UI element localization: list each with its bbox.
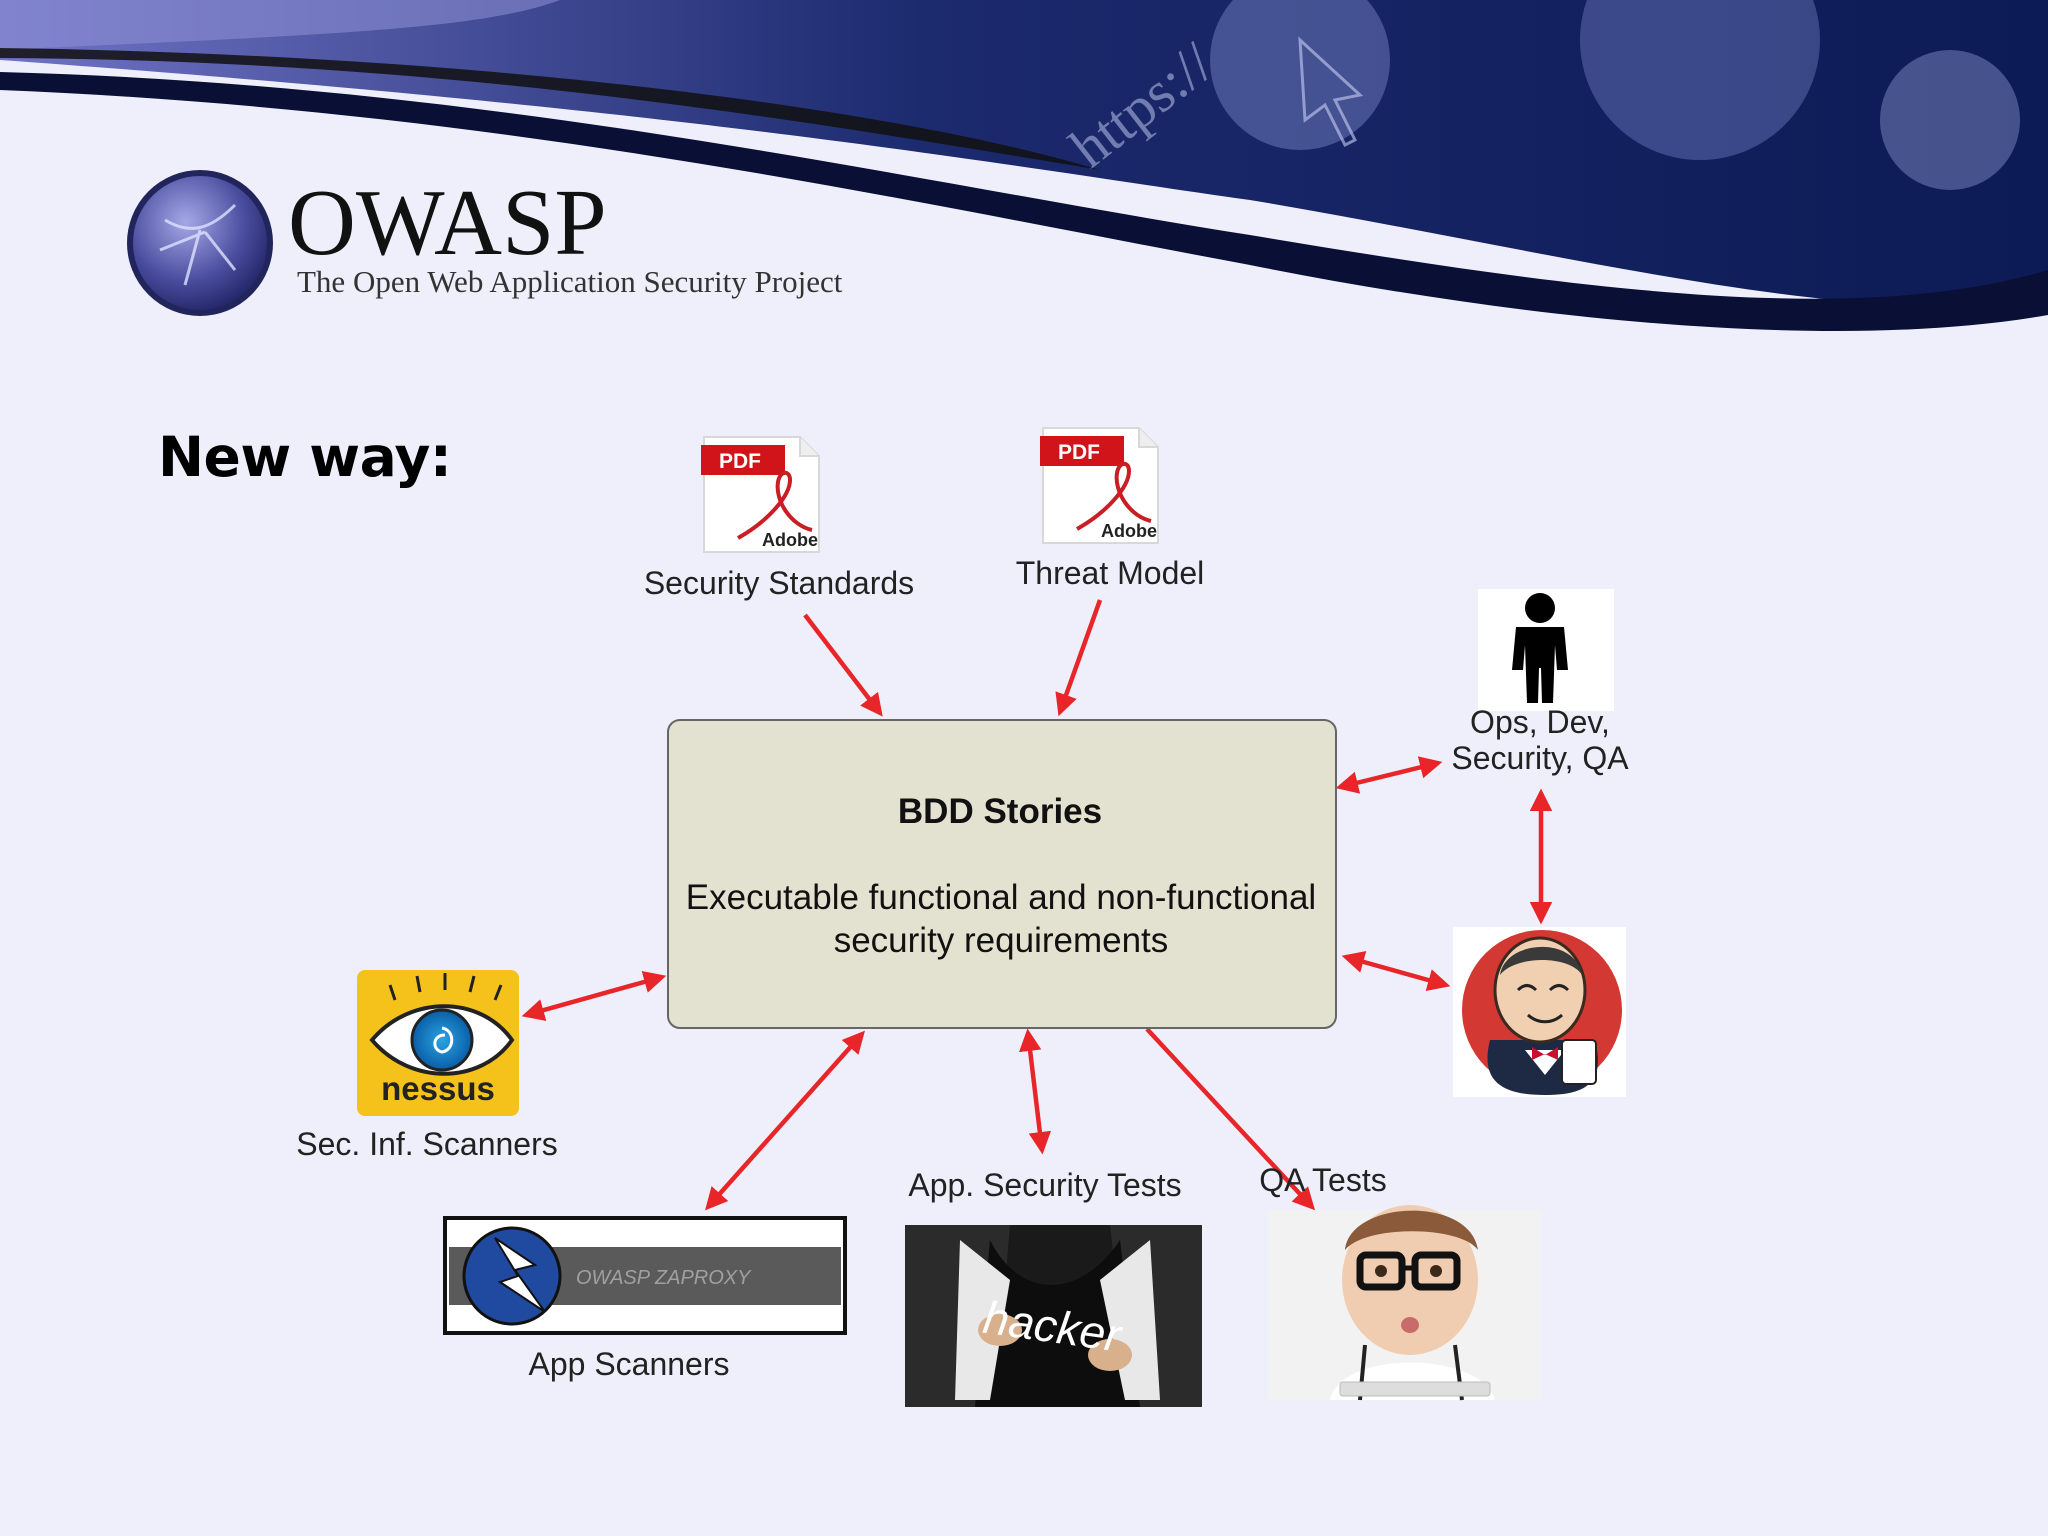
butler-mascot-icon (1462, 930, 1622, 1095)
label-security-standards: Security Standards (644, 565, 914, 601)
nerd-photo (1268, 1205, 1541, 1401)
node-ci-server (1453, 927, 1626, 1097)
connector-arrows (521, 599, 1553, 1211)
node-qa-tests: QA Tests (1259, 1162, 1541, 1401)
bdd-box-title: BDD Stories (898, 792, 1102, 831)
nessus-logo-text: nessus (381, 1070, 495, 1107)
arrow-bdd-nessus (521, 971, 667, 1021)
arrow-standards-to-bdd (803, 613, 883, 717)
pdf-badge-text: PDF (1058, 441, 1100, 464)
owasp-wasp-icon (159, 203, 237, 286)
bdd-box-line2: security requirements (834, 921, 1169, 960)
person-icon (1512, 593, 1568, 703)
bdd-stories-box: BDD Stories Executable functional and no… (667, 719, 1337, 1029)
acrobat-glyph-icon (1076, 461, 1152, 531)
eye-iris-icon (410, 1008, 474, 1072)
zaproxy-logo-text: OWASP ZAPROXY (576, 1267, 752, 1289)
owasp-logo-subtitle: The Open Web Application Security Projec… (297, 264, 843, 299)
pdf-document-icon: PDF Adobe (1040, 427, 1159, 544)
label-app-scanners: App Scanners (528, 1346, 729, 1382)
hacker-photo: hacker (905, 1225, 1202, 1407)
node-threat-model: PDF Adobe Threat Model (1016, 427, 1205, 591)
header-banner: https:// (0, 0, 2048, 331)
glasses-icon (1356, 1251, 1406, 1291)
lightning-bolt-icon (494, 1237, 546, 1313)
pdf-brand-text: Adobe (1101, 521, 1157, 541)
owasp-globe-icon (127, 170, 273, 316)
eye-lashes (388, 973, 503, 1001)
cursor-arrow-icon (1298, 36, 1364, 148)
acrobat-glyph-icon (737, 470, 813, 540)
owasp-logo: OWASP The Open Web Application Security … (127, 170, 843, 316)
label-people-line2: Security, QA (1451, 740, 1629, 776)
banner-swoosh-dark (0, 72, 2048, 331)
nessus-logo: nessus (357, 970, 519, 1116)
arrow-bdd-ci (1341, 951, 1451, 991)
node-security-standards: PDF Adobe Security Standards (644, 436, 914, 601)
zaproxy-banner: OWASP ZAPROXY (443, 1216, 847, 1335)
banner-highlight (0, 0, 560, 50)
owasp-logo-title: OWASP (288, 171, 607, 275)
arrow-threatmodel-to-bdd (1055, 599, 1103, 717)
label-people-line1: Ops, Dev, (1470, 704, 1610, 740)
label-app-security-tests: App. Security Tests (908, 1167, 1181, 1203)
label-qa-tests: QA Tests (1259, 1162, 1386, 1198)
node-sec-inf-scanners: nessus Sec. Inf. Scanners (296, 970, 558, 1162)
pdf-badge-text: PDF (719, 450, 761, 473)
node-people: Ops, Dev, Security, QA (1451, 589, 1629, 776)
banner-texture (1210, 0, 2020, 190)
slide-title: New way: (158, 425, 452, 489)
arrow-bdd-appsectests (1018, 1028, 1052, 1155)
arrow-bdd-appscanners (705, 1030, 865, 1211)
pdf-document-icon: PDF Adobe (701, 436, 820, 553)
label-threat-model: Threat Model (1016, 555, 1205, 591)
bdd-box-frame (667, 719, 1337, 1029)
label-sec-inf-scanners: Sec. Inf. Scanners (296, 1126, 557, 1162)
node-app-scanners: OWASP ZAPROXY App Scanners (443, 1216, 847, 1382)
arrow-bdd-people (1335, 756, 1443, 794)
arrow-bdd-qatests (1145, 1027, 1316, 1211)
node-app-security-tests: App. Security Tests hacker (905, 1167, 1202, 1407)
bdd-box-line1: Executable functional and non-functional (686, 878, 1316, 917)
pdf-brand-text: Adobe (762, 530, 818, 550)
zap-globe-icon (462, 1226, 562, 1326)
